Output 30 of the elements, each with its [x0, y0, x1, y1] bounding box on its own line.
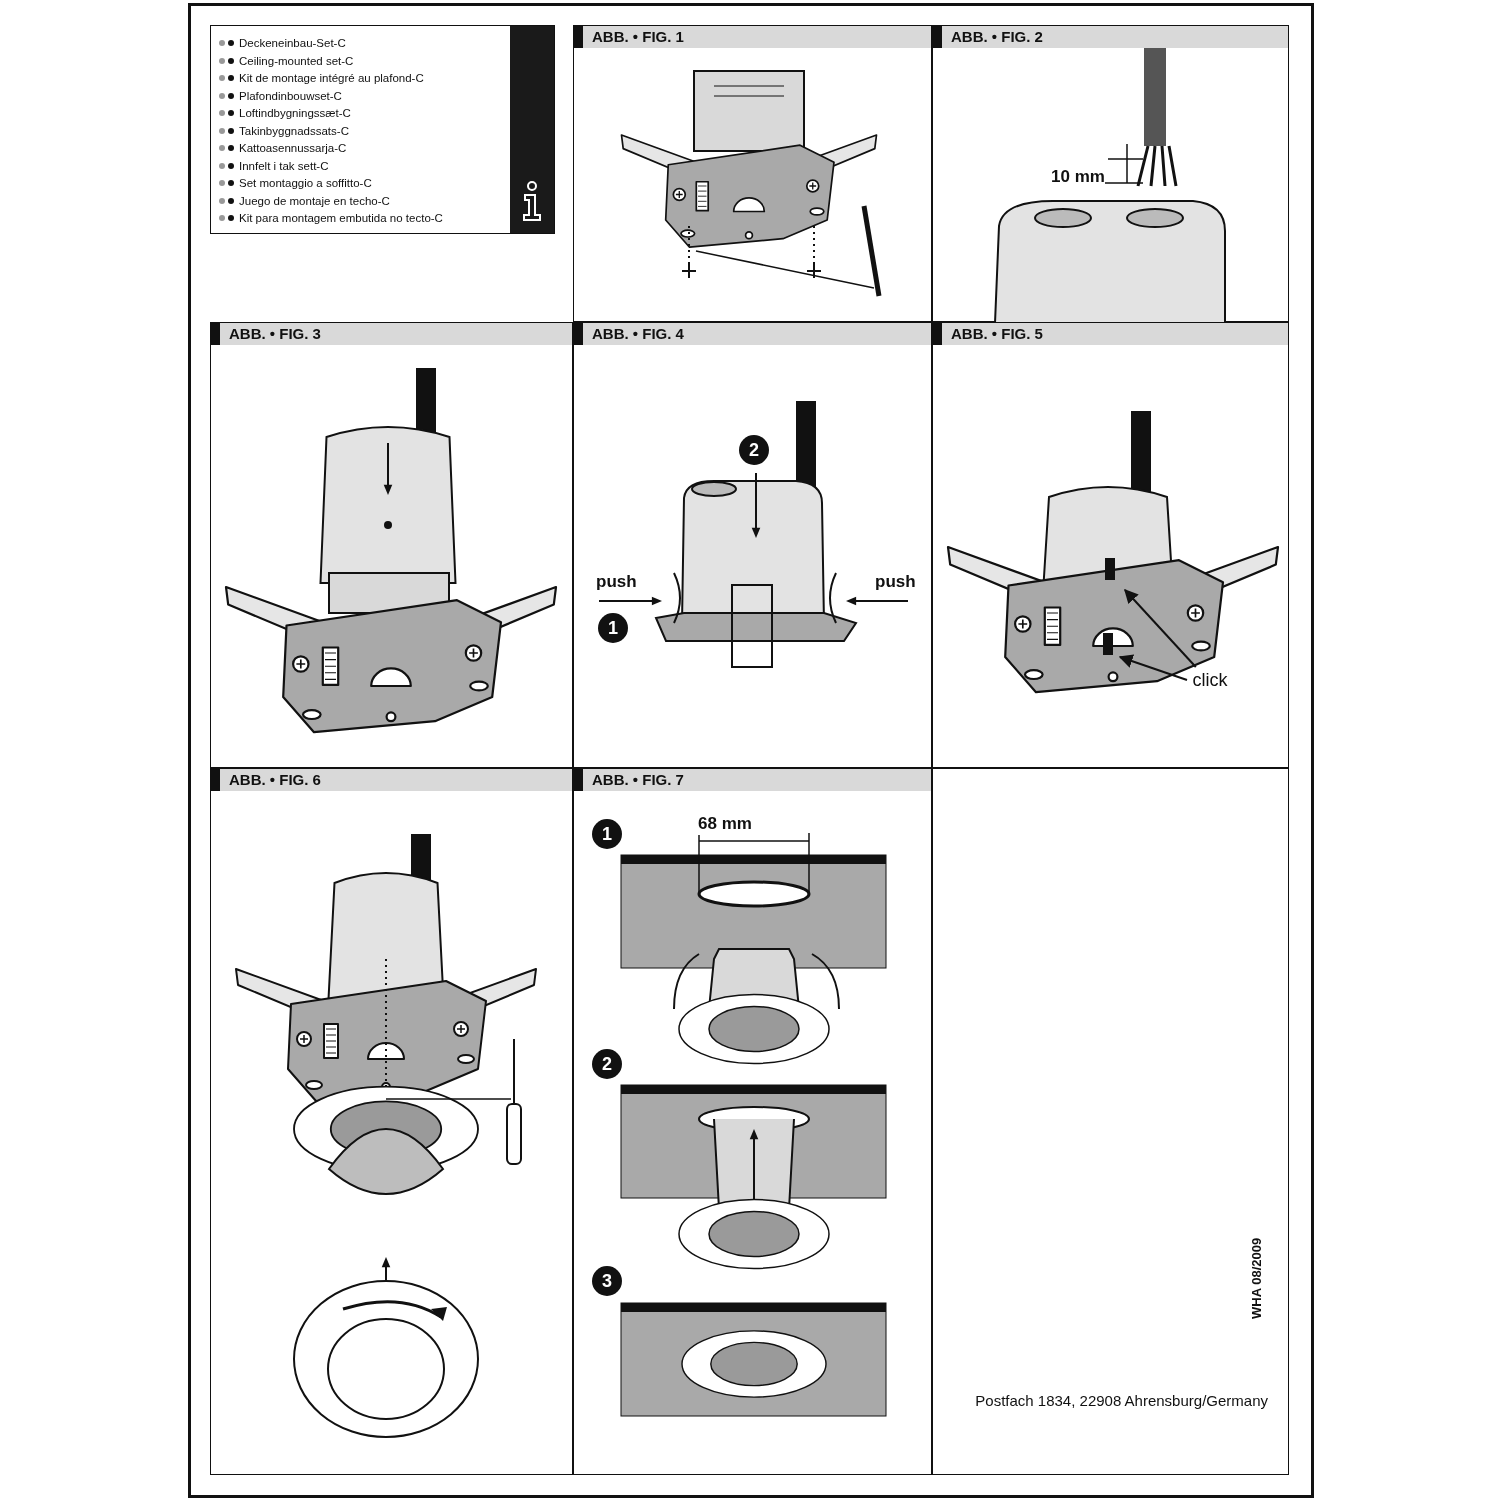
figure-heading-bar: ABB. • FIG. 4	[574, 323, 931, 345]
product-name: Kattoasennussarja-C	[239, 141, 347, 156]
product-name: Kit de montage intégré au plafond-C	[239, 71, 424, 86]
product-name: Loftindbygningssæt-C	[239, 106, 351, 121]
figure-heading-bar: ABB. • FIG. 1	[574, 26, 931, 48]
revision-note: WHA 08/2009	[1249, 1237, 1265, 1319]
postal-address: Postfach 1834, 22908 Ahrensburg/Germany	[975, 1391, 1268, 1411]
product-name: Innfelt i tak sett-C	[239, 158, 329, 173]
figure-heading-bar: ABB. • FIG. 7	[574, 769, 931, 791]
callout-label: click	[1191, 669, 1229, 692]
step-number: 1	[598, 613, 628, 643]
product-name: Set montaggio a soffitto-C	[239, 176, 372, 191]
figure-heading-bar: ABB. • FIG. 6	[211, 769, 572, 791]
leader-arrow	[1118, 654, 1188, 681]
info-box	[210, 25, 555, 234]
product-name: Kit para montagem embutida no tecto-C	[239, 211, 443, 226]
product-name: Juego de montaje en techo-C	[239, 193, 390, 208]
figure-heading-bar: ABB. • FIG. 5	[933, 323, 1288, 345]
step-number: 2	[739, 435, 769, 465]
figure-heading-bar: ABB. • FIG. 2	[933, 26, 1288, 48]
footer-panel	[932, 768, 1289, 1475]
step-number: 2	[592, 1049, 622, 1079]
product-name: Deckeneinbau-Set-C	[239, 36, 346, 51]
product-name: Plafondinbouwset-C	[239, 88, 342, 103]
step-number: 1	[592, 819, 622, 849]
step-number: 3	[592, 1266, 622, 1296]
figure-heading-bar: ABB. • FIG. 3	[211, 323, 572, 345]
leader-arrow	[1124, 588, 1197, 668]
product-name: Ceiling-mounted set-C	[239, 53, 354, 68]
product-name: Takinbyggnadssats-C	[239, 123, 349, 138]
